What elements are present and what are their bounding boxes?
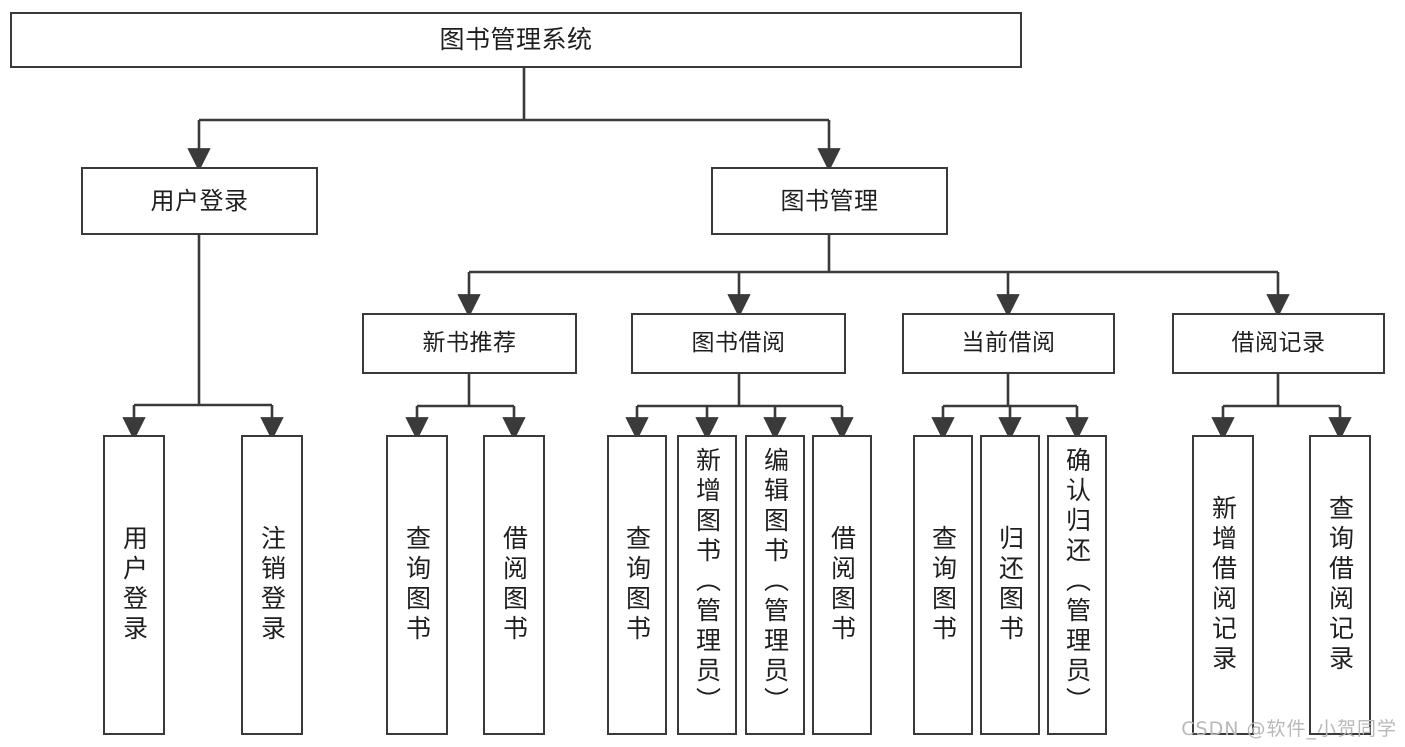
leaf-query-book-borrow[interactable]: 查询图书 xyxy=(607,435,667,735)
node-label: 归还图书 xyxy=(995,525,1025,645)
leaf-query-borrow-record[interactable]: 查询借阅记录 xyxy=(1309,435,1371,735)
node-book-borrow[interactable]: 图书借阅 xyxy=(631,313,846,374)
node-label: 借阅图书 xyxy=(499,525,529,645)
node-label: 借阅记录 xyxy=(1231,329,1326,356)
node-label: 图书借阅 xyxy=(691,329,786,356)
node-new-book-recommend[interactable]: 新书推荐 xyxy=(362,313,577,374)
node-label: 图书管理 xyxy=(780,186,879,215)
leaf-logout[interactable]: 注销登录 xyxy=(241,435,303,735)
leaf-user-login[interactable]: 用户登录 xyxy=(103,435,165,735)
leaf-borrow-book[interactable]: 借阅图书 xyxy=(812,435,872,735)
node-label: 借阅图书 xyxy=(827,525,857,645)
node-label: 当前借阅 xyxy=(961,329,1056,356)
node-label: 查询图书 xyxy=(622,525,652,645)
node-label: 新增图书（管理员） xyxy=(692,447,722,717)
leaf-borrow-book-recommend[interactable]: 借阅图书 xyxy=(483,435,545,735)
node-root-system[interactable]: 图书管理系统 xyxy=(10,12,1022,68)
node-label: 查询图书 xyxy=(928,525,958,645)
leaf-add-book-admin[interactable]: 新增图书（管理员） xyxy=(677,435,737,735)
leaf-add-borrow-record[interactable]: 新增借阅记录 xyxy=(1192,435,1254,735)
leaf-edit-book-admin[interactable]: 编辑图书（管理员） xyxy=(745,435,805,735)
node-label: 编辑图书（管理员） xyxy=(760,447,790,717)
node-label: 用户登录 xyxy=(119,525,149,645)
node-current-borrow[interactable]: 当前借阅 xyxy=(902,313,1115,374)
node-label: 新增借阅记录 xyxy=(1208,495,1238,675)
node-book-management[interactable]: 图书管理 xyxy=(711,167,948,235)
node-borrow-record[interactable]: 借阅记录 xyxy=(1172,313,1385,374)
leaf-query-book-current[interactable]: 查询图书 xyxy=(913,435,973,735)
node-label: 图书管理系统 xyxy=(439,25,593,55)
node-label: 注销登录 xyxy=(257,525,287,645)
node-label: 新书推荐 xyxy=(422,329,517,356)
leaf-return-book[interactable]: 归还图书 xyxy=(980,435,1040,735)
node-label: 查询图书 xyxy=(402,525,432,645)
node-label: 查询借阅记录 xyxy=(1325,495,1355,675)
node-user-login[interactable]: 用户登录 xyxy=(81,167,318,235)
leaf-query-book-recommend[interactable]: 查询图书 xyxy=(386,435,448,735)
node-label: 确认归还（管理员） xyxy=(1062,447,1092,717)
node-label: 用户登录 xyxy=(150,186,249,215)
leaf-confirm-return-admin[interactable]: 确认归还（管理员） xyxy=(1047,435,1107,735)
